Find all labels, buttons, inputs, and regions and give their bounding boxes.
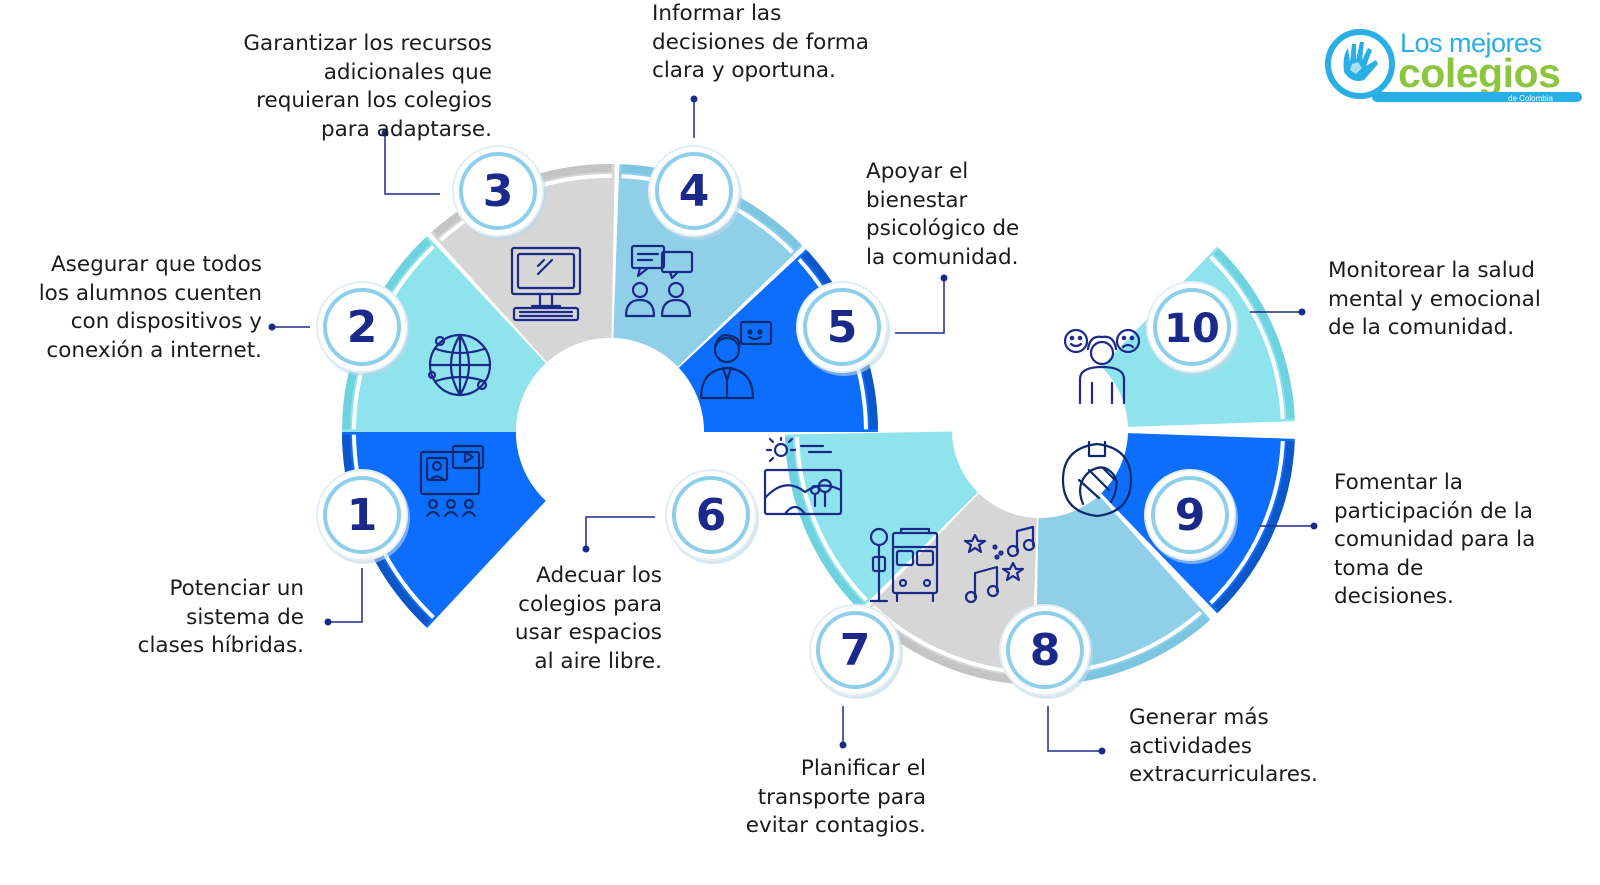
connector-dot-1 <box>324 618 332 626</box>
step-number-10: 10 <box>1164 306 1220 352</box>
video-class-icon <box>419 444 485 518</box>
connector-dot-6 <box>582 545 590 553</box>
step-7-description: Planificar el transporte para evitar con… <box>745 756 926 838</box>
step-number-5: 5 <box>827 302 858 353</box>
step-1-description: Potenciar un sistema de clases híbridas. <box>137 576 304 658</box>
segment-10-inner-stripe <box>1209 255 1285 420</box>
badge-ring-4 <box>655 152 733 230</box>
emotions-person-icon <box>1063 328 1141 405</box>
counselor-icon <box>699 320 773 400</box>
step-number-8: 8 <box>1030 625 1061 676</box>
right-ring-hub <box>952 342 1128 518</box>
step-4-description: Informar las decisiones de forma clara y… <box>652 1 869 83</box>
step-9-description: Fomentar la participación de la comunida… <box>1334 470 1536 609</box>
connector-dot-2 <box>268 323 276 331</box>
step-8-description: Generar más actividades extracurriculare… <box>1129 705 1318 787</box>
step-10-description: Monitorear la salud mental y emocional d… <box>1328 258 1541 340</box>
badge-ring-8 <box>1006 611 1084 689</box>
connector-dot-4 <box>690 95 698 103</box>
step-number-1: 1 <box>347 490 378 541</box>
step-3-description: Garantizar los recursos adicionales que … <box>243 31 492 142</box>
bus-stop-icon <box>869 527 939 603</box>
badge-ring-5 <box>803 288 881 366</box>
connector-dot-10 <box>1298 308 1306 316</box>
connector-line-8 <box>1047 706 1102 752</box>
ring-segments <box>342 164 1295 685</box>
badge-ring-10 <box>1153 288 1231 366</box>
badge-ring-6 <box>672 476 750 554</box>
segment-10-outer-band <box>1213 248 1295 419</box>
logo-text-bottom: de Colombia <box>1508 94 1553 103</box>
computer-icon <box>510 246 582 322</box>
connectors <box>268 95 1318 755</box>
badge-ring-2 <box>323 288 401 366</box>
segment-6-outer-band <box>785 436 864 609</box>
team-hands-icon <box>1061 440 1133 518</box>
connector-dot-3 <box>381 129 389 137</box>
brand-logo: Los mejores colegios de Colombia <box>1322 18 1592 118</box>
connector-dot-8 <box>1098 747 1106 755</box>
hand-map-icon <box>1325 29 1395 99</box>
step-5-description: Apoyar el bienestar psicológico de la co… <box>866 159 1020 270</box>
logo-text-top: Los mejores <box>1400 28 1542 58</box>
step-number-9: 9 <box>1175 490 1206 541</box>
outdoor-landscape-icon <box>763 436 843 516</box>
people-chat-icon <box>624 244 694 318</box>
logo-underline <box>1372 92 1582 102</box>
badge-ring-7 <box>816 611 894 689</box>
segment-7 <box>862 493 1037 685</box>
badge-ring-3 <box>459 152 537 230</box>
segment-9-inner-stripe <box>1209 440 1285 605</box>
step-2-description: Asegurar que todos los alumnos cuenten c… <box>38 252 262 363</box>
left-ring-hub <box>516 338 704 526</box>
badge-ring-1 <box>323 476 401 554</box>
step-6-description: Adecuar los colegios para usar espacios … <box>514 563 662 674</box>
segment-6-inner-stripe <box>795 436 868 602</box>
step-number-6: 6 <box>696 490 727 541</box>
connector-line-3 <box>384 133 440 195</box>
badge-ring-9 <box>1151 476 1229 554</box>
connector-dot-5 <box>940 274 948 282</box>
number-badges: 1 2 3 4 5 6 7 8 9 10 <box>316 145 1240 699</box>
logo-text-main: colegios <box>1398 50 1561 96</box>
connector-line-5 <box>895 278 945 334</box>
connector-dot-7 <box>839 741 847 749</box>
connector-line-1 <box>328 568 363 623</box>
step-number-4: 4 <box>679 166 710 217</box>
step-number-3: 3 <box>483 166 514 217</box>
connector-line-6 <box>585 516 655 549</box>
globe-network-icon <box>427 333 492 397</box>
connector-dot-9 <box>1310 522 1318 530</box>
music-stars-icon <box>963 525 1036 604</box>
step-number-7: 7 <box>840 625 871 676</box>
segment-9-outer-band <box>1213 441 1295 612</box>
step-number-2: 2 <box>347 302 378 353</box>
